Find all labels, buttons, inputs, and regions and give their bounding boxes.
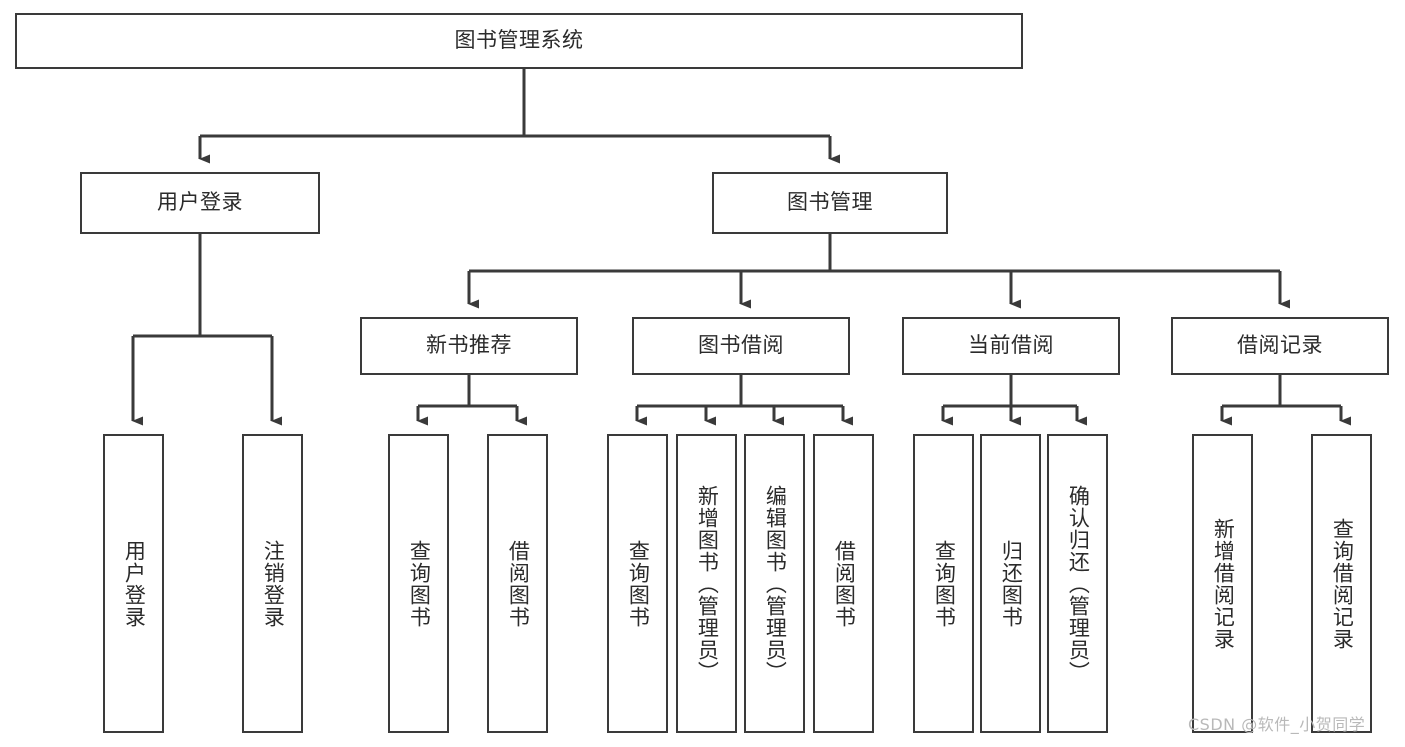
- leaf-logout[interactable]: 注销登录: [242, 434, 303, 733]
- node-user-login-label: 用户登录: [157, 190, 243, 215]
- node-book-borrow[interactable]: 图书借阅: [632, 317, 850, 375]
- leaf-add-book[interactable]: 新增图书（管理员）: [676, 434, 737, 733]
- leaf-confirm-return-label: 确认归还（管理员）: [1066, 484, 1091, 683]
- leaf-confirm-return[interactable]: 确认归还（管理员）: [1047, 434, 1108, 733]
- node-user-login[interactable]: 用户登录: [80, 172, 320, 234]
- node-book-manage[interactable]: 图书管理: [712, 172, 948, 234]
- leaf-borrow-book-recommend[interactable]: 借阅图书: [487, 434, 548, 733]
- leaf-logout-label: 注销登录: [261, 539, 286, 628]
- leaf-user-login[interactable]: 用户登录: [103, 434, 164, 733]
- node-borrow-record[interactable]: 借阅记录: [1171, 317, 1389, 375]
- leaf-add-borrow-record[interactable]: 新增借阅记录: [1192, 434, 1253, 733]
- csdn-watermark: CSDN @软件_小贺同学: [1188, 715, 1366, 734]
- leaf-query-book-recommend-label: 查询图书: [407, 539, 432, 628]
- leaf-query-book-current-label: 查询图书: [932, 539, 957, 628]
- leaf-return-book[interactable]: 归还图书: [980, 434, 1041, 733]
- leaf-query-book-recommend[interactable]: 查询图书: [388, 434, 449, 733]
- node-root[interactable]: 图书管理系统: [15, 13, 1023, 69]
- leaf-add-book-label: 新增图书（管理员）: [695, 484, 720, 683]
- leaf-borrow-book-label: 借阅图书: [832, 539, 857, 628]
- leaf-edit-book[interactable]: 编辑图书（管理员）: [744, 434, 805, 733]
- node-root-label: 图书管理系统: [454, 28, 584, 53]
- leaf-query-book[interactable]: 查询图书: [607, 434, 668, 733]
- leaf-borrow-book[interactable]: 借阅图书: [813, 434, 874, 733]
- node-new-book-recommend[interactable]: 新书推荐: [360, 317, 578, 375]
- node-book-manage-label: 图书管理: [787, 190, 873, 215]
- node-new-book-recommend-label: 新书推荐: [426, 333, 512, 358]
- leaf-edit-book-label: 编辑图书（管理员）: [763, 484, 788, 683]
- node-current-borrow-label: 当前借阅: [968, 333, 1054, 358]
- leaf-query-book-label: 查询图书: [626, 539, 651, 628]
- node-borrow-record-label: 借阅记录: [1237, 333, 1323, 358]
- node-book-borrow-label: 图书借阅: [698, 333, 784, 358]
- leaf-query-book-current[interactable]: 查询图书: [913, 434, 974, 733]
- leaf-query-borrow-record-label: 查询借阅记录: [1330, 517, 1355, 650]
- leaf-add-borrow-record-label: 新增借阅记录: [1211, 517, 1236, 650]
- node-current-borrow[interactable]: 当前借阅: [902, 317, 1120, 375]
- leaf-query-borrow-record[interactable]: 查询借阅记录: [1311, 434, 1372, 733]
- leaf-return-book-label: 归还图书: [999, 539, 1024, 628]
- leaf-user-login-label: 用户登录: [122, 539, 147, 628]
- leaf-borrow-book-recommend-label: 借阅图书: [506, 539, 531, 628]
